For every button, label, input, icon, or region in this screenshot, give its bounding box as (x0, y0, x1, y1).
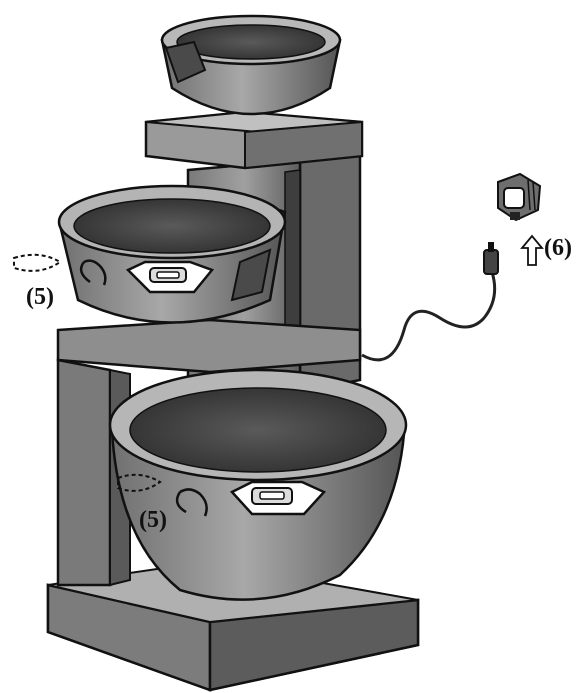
adapter-callout-label: (6) (544, 236, 572, 260)
upper-bowl (14, 186, 285, 323)
power-cord (362, 272, 495, 360)
power-adapter (498, 174, 540, 220)
upper-bowl-callout-label: (5) (26, 285, 54, 309)
lower-basin (110, 370, 406, 600)
top-platform-block (146, 112, 362, 168)
top-bowl (162, 16, 340, 114)
upper-clip-motion-marker (14, 255, 60, 271)
cord-plug-end (484, 242, 498, 274)
up-arrow-icon (522, 236, 542, 265)
lower-bowl-callout-label: (5) (139, 508, 167, 532)
